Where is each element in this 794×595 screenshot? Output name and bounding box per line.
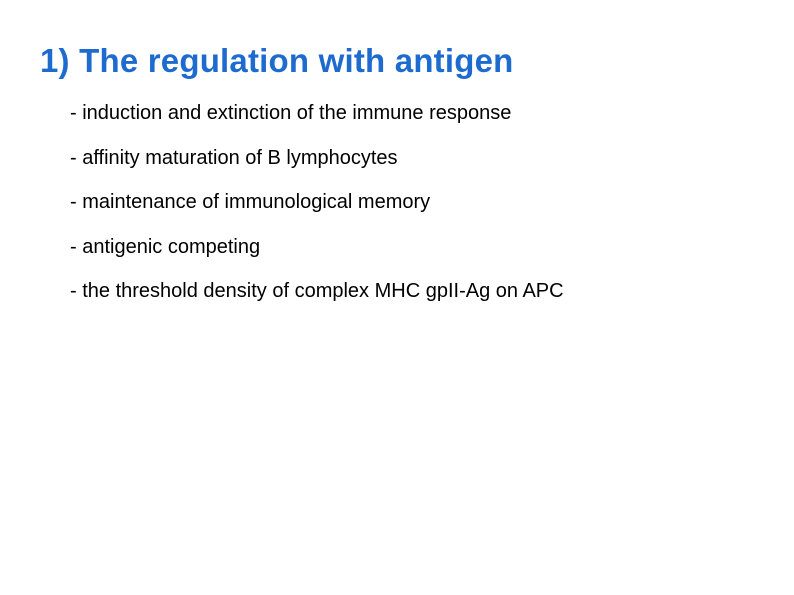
bullet-list: - induction and extinction of the immune… xyxy=(70,91,564,314)
bullet-item: - the threshold density of complex MHC g… xyxy=(70,280,564,302)
slide-title: 1) The regulation with antigen xyxy=(40,42,514,79)
bullet-item: - maintenance of immunological memory xyxy=(70,191,431,213)
bullet-item: - antigenic competing xyxy=(70,235,261,258)
bullet-item: - induction and extinction of the immune… xyxy=(70,102,512,124)
bullet-item: - affinity maturation of B lymphocytes xyxy=(70,146,398,169)
